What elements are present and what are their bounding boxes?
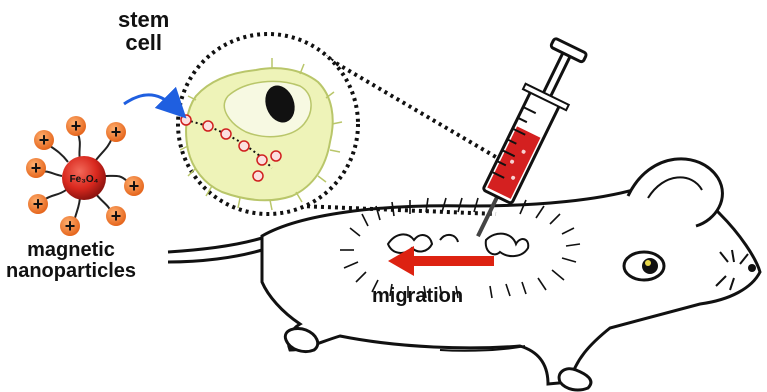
mouse-front-paw <box>559 369 591 390</box>
svg-text:+: + <box>65 216 76 236</box>
magnetic-nanoparticle: Fe₃O₄ + + + + + + + + <box>26 116 144 236</box>
positive-charge-icon: + <box>66 116 86 136</box>
mouse-tail <box>168 238 262 252</box>
positive-charge-icon: + <box>60 216 80 236</box>
migration-label: migration <box>372 286 463 307</box>
stem-cell-label-line1: stem <box>118 8 169 31</box>
positive-charge-icon: + <box>28 194 48 214</box>
positive-charge-icon: + <box>34 130 54 150</box>
positive-charge-icon: + <box>124 176 144 196</box>
core-label: Fe₃O₄ <box>70 174 99 185</box>
svg-text:+: + <box>39 130 50 150</box>
curved-arrow-icon <box>124 95 178 110</box>
svg-text:+: + <box>33 194 44 214</box>
svg-text:+: + <box>111 122 122 142</box>
svg-text:+: + <box>71 116 82 136</box>
positive-charge-icon: + <box>106 122 126 142</box>
nanoparticles-label: magnetic nanoparticles <box>6 240 136 282</box>
nanoparticles-label-line1: magnetic <box>6 240 136 261</box>
nanoparticles-label-line2: nanoparticles <box>6 261 136 282</box>
stem-cell-magnifier <box>178 34 358 214</box>
stem-cell-label-line2: cell <box>118 31 169 54</box>
positive-charge-icon: + <box>26 158 46 178</box>
svg-text:+: + <box>111 206 122 226</box>
svg-text:+: + <box>31 158 42 178</box>
svg-text:+: + <box>129 176 140 196</box>
positive-charge-icon: + <box>106 206 126 226</box>
stem-cell-label: stem cell <box>118 8 169 54</box>
